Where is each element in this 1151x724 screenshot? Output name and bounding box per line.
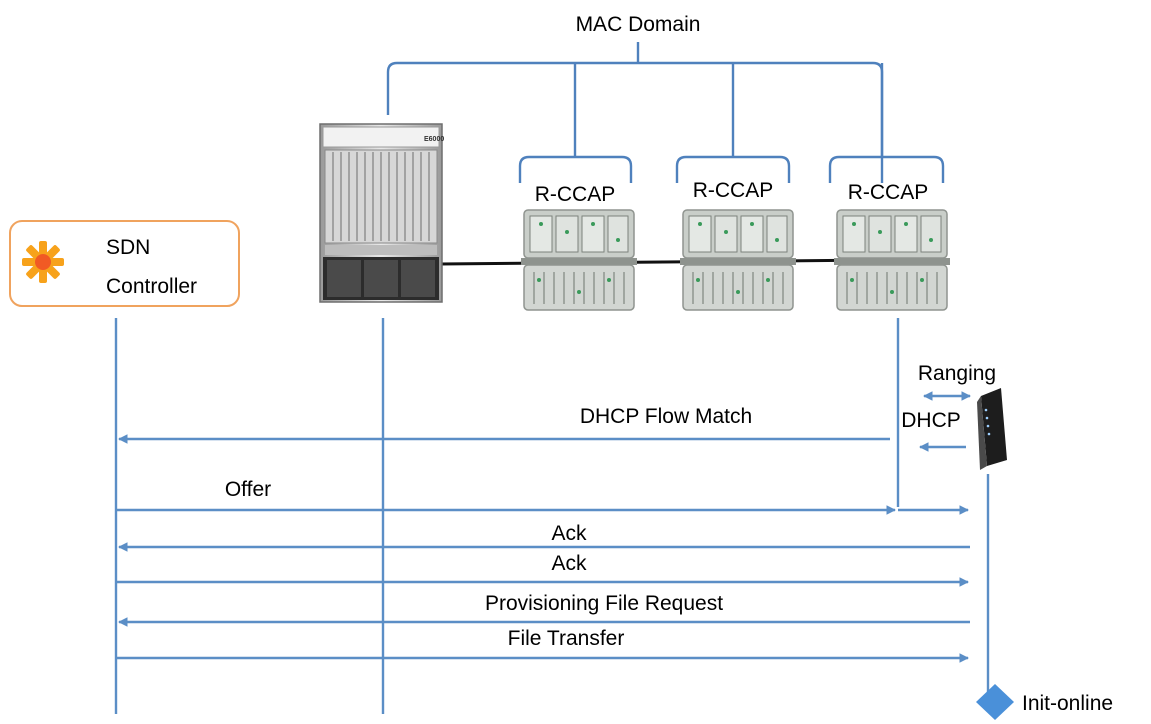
backbone-cable [439, 258, 881, 266]
message-label-ack-1: Ack [551, 522, 587, 545]
init-online-label: Init-online [1022, 692, 1113, 715]
mac-domain-bracket [386, 42, 945, 183]
message-label-file-transfer: File Transfer [508, 627, 625, 650]
rccap-label-3: R-CCAP [848, 181, 929, 204]
dhcp-label: DHCP [901, 409, 961, 432]
asterisk-star-icon [22, 241, 64, 283]
e6000-ccap-chassis-icon: E6000 [319, 123, 444, 303]
chassis-badge: E6000 [424, 136, 444, 143]
message-label-dhcp-flow-match: DHCP Flow Match [580, 405, 752, 428]
remote-ccap-node-icon-2 [679, 209, 797, 311]
remote-ccap-node-icon-3 [833, 209, 951, 311]
remote-ccap-node-icon-1 [520, 209, 638, 311]
rccap-label-2: R-CCAP [693, 179, 774, 202]
ranging-label: Ranging [918, 362, 996, 385]
message-label-ack-2: Ack [551, 552, 587, 575]
cable-modem-icon [977, 388, 1007, 470]
diamond-icon [976, 684, 1014, 720]
sdn-label-line2: Controller [106, 275, 197, 298]
rccap-label-1: R-CCAP [535, 183, 616, 206]
sdn-label-line1: SDN [106, 236, 150, 259]
mac-domain-label: MAC Domain [576, 13, 701, 36]
message-label-offer: Offer [225, 478, 271, 501]
sdn-controller-box: SDN Controller [9, 220, 240, 307]
message-label-prov-request: Provisioning File Request [485, 592, 723, 615]
